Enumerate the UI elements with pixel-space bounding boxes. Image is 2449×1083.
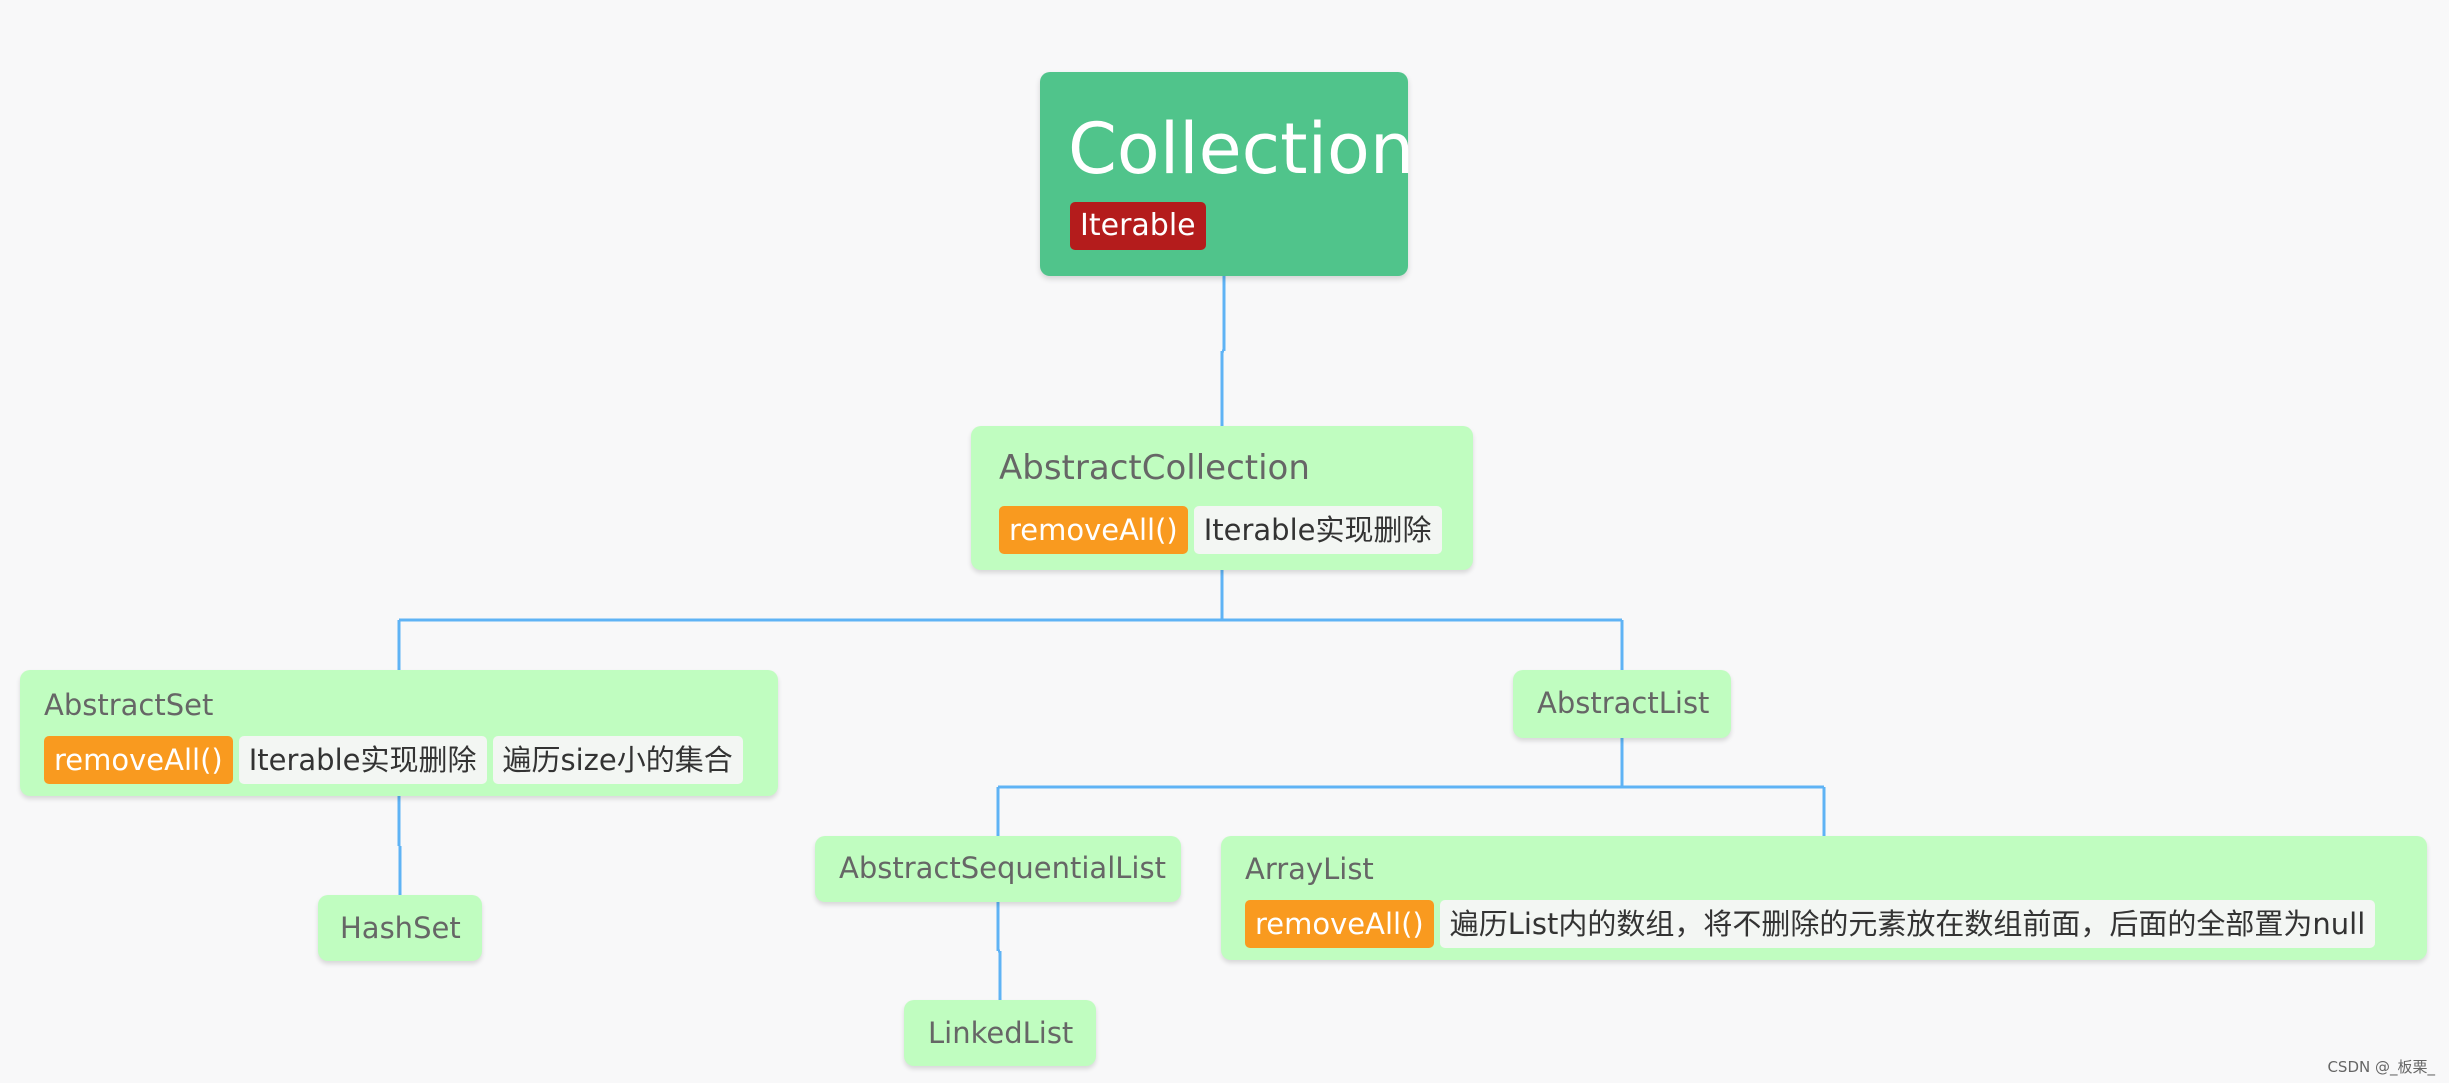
- node-title: AbstractList: [1537, 686, 1710, 720]
- node-title: LinkedList: [928, 1016, 1074, 1050]
- node-title: ArrayList: [1245, 852, 1374, 886]
- node-array-list[interactable]: ArrayList removeAll() 遍历List内的数组，将不删除的元素…: [1221, 836, 2427, 960]
- tag-note: Iterable实现删除: [238, 736, 487, 784]
- tag-remove-all: removeAll(): [44, 736, 233, 784]
- node-title: AbstractSequentialList: [839, 851, 1166, 885]
- node-title: HashSet: [340, 911, 461, 945]
- watermark: CSDN @_板栗_: [2327, 1058, 2435, 1076]
- node-title: Collection: [1068, 108, 1415, 190]
- tag-remove-all: removeAll(): [999, 506, 1188, 554]
- tag-iterable: Iterable: [1070, 202, 1206, 250]
- tag-note: 遍历size小的集合: [492, 736, 743, 784]
- node-hash-set[interactable]: HashSet: [318, 895, 482, 961]
- node-linked-list[interactable]: LinkedList: [904, 1000, 1096, 1066]
- node-abstract-set[interactable]: AbstractSet removeAll() Iterable实现删除 遍历s…: [20, 670, 778, 796]
- node-title: AbstractCollection: [999, 448, 1310, 488]
- tag-note: Iterable实现删除: [1193, 506, 1442, 554]
- node-abstract-collection[interactable]: AbstractCollection removeAll() Iterable实…: [971, 426, 1473, 570]
- node-title: AbstractSet: [44, 688, 214, 722]
- tag-note: 遍历List内的数组，将不删除的元素放在数组前面，后面的全部置为null: [1439, 900, 2376, 948]
- node-abstract-sequential-list[interactable]: AbstractSequentialList: [815, 836, 1181, 902]
- node-collection[interactable]: Collection Iterable: [1040, 72, 1414, 276]
- node-abstract-list[interactable]: AbstractList: [1513, 670, 1731, 738]
- tag-remove-all: removeAll(): [1245, 900, 1434, 948]
